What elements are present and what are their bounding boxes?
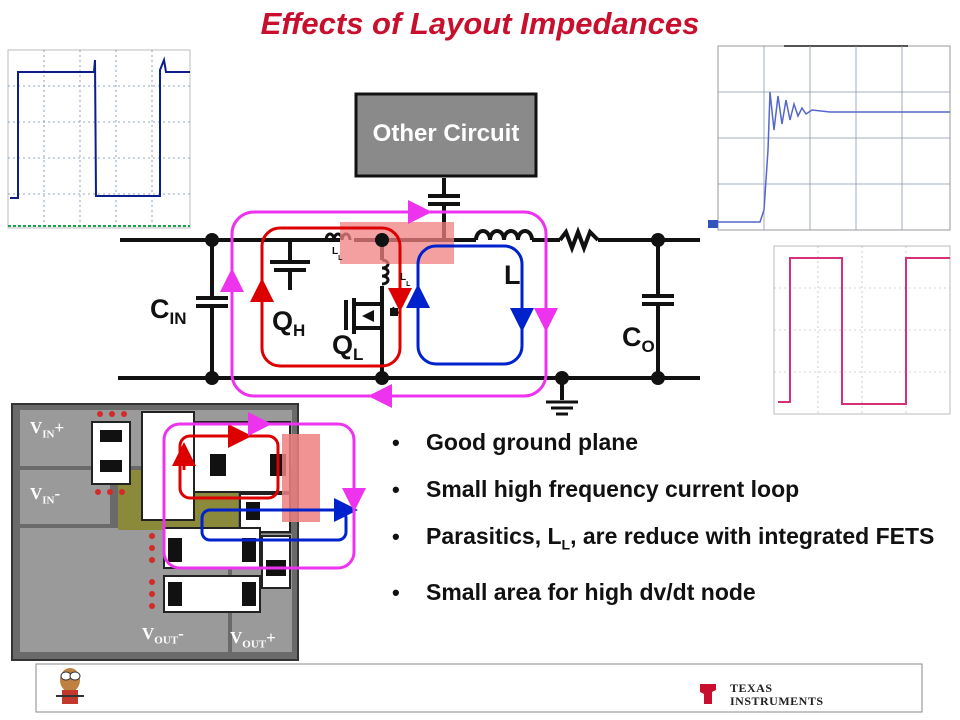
slide-title: Effects of Layout Impedances <box>260 6 700 41</box>
pcb-label-vout-plus: VOUT+ <box>230 628 276 651</box>
scope-trace-switch-node <box>708 45 951 231</box>
pcb-label-vin-minus: VIN- <box>30 484 61 507</box>
label-cin: CIN <box>150 294 187 328</box>
ti-logo-mark <box>700 684 716 704</box>
mosfet-qh <box>270 260 310 290</box>
label-inductor-l: L <box>504 260 521 290</box>
bullet-item: Parasitics, LL, are reduce with integrat… <box>388 522 948 560</box>
scope-trace-input <box>7 49 191 229</box>
bullet-item: Small area for high dv/dt node <box>388 578 948 607</box>
resistor-esr <box>558 226 600 254</box>
label-ql: QL <box>332 330 364 364</box>
other-circuit-label: Other Circuit <box>372 120 520 147</box>
label-parasitic-2: LL <box>400 272 411 288</box>
bullet-item: Good ground plane <box>388 428 948 457</box>
label-qh: QH <box>272 306 306 340</box>
capacitor-cin-plates <box>196 296 228 308</box>
bullet-item: Small high frequency current loop <box>388 475 948 504</box>
bullet-list: Good ground plane Small high frequency c… <box>388 428 948 625</box>
inductor-l <box>474 229 534 241</box>
mascot-logo <box>56 668 84 704</box>
label-parasitic-1: LL <box>332 246 343 262</box>
pcb-layout <box>11 403 366 661</box>
scope-trace-output <box>773 245 951 415</box>
footer-bar <box>35 663 923 713</box>
other-circuit-box <box>354 92 538 178</box>
mosfet-ql-arrow <box>362 310 374 322</box>
label-co: CO <box>622 322 655 356</box>
ground-symbol <box>546 400 578 416</box>
pcb-label-vout-minus: VOUT- <box>142 624 184 647</box>
capacitor-other-plates <box>428 194 460 206</box>
ti-logo-text: TEXAS INSTRUMENTS <box>730 681 824 708</box>
junction-dots <box>205 233 665 385</box>
capacitor-co-plates <box>642 294 674 306</box>
mosfet-ql-diode <box>390 308 398 316</box>
pcb-label-vin-plus: VIN+ <box>30 418 65 441</box>
